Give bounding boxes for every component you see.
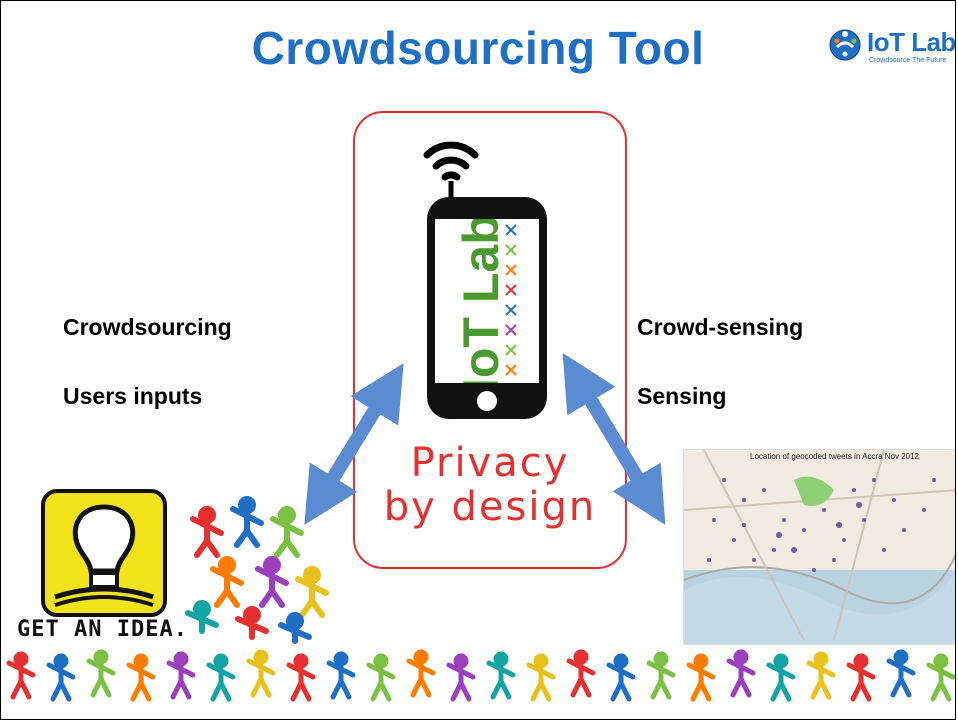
sensing-label: Sensing [637, 383, 727, 409]
logo-tagline: Crowdsource The Future [869, 57, 947, 64]
iot-lab-logo: IoT Lab Crowdsource The Future [827, 25, 956, 73]
smartphone-icon [427, 197, 547, 419]
privacy-line-1: Privacy [410, 440, 570, 486]
map-graphic [684, 450, 955, 644]
globe-people-icon [829, 29, 861, 61]
lightbulb-icon [41, 489, 167, 617]
crowd-sensing-label: Crowd-sensing [637, 314, 804, 340]
users-inputs-label: Users inputs [63, 383, 203, 409]
get-an-idea-caption: GET AN IDEA. [17, 617, 188, 642]
privacy-line-2: by design [383, 484, 597, 530]
map-title: Location of geocoded tweets in Accra Nov… [750, 452, 919, 461]
slide-title: Crowdsourcing Tool [251, 22, 705, 74]
privacy-by-design-text: Privacy by design [355, 441, 625, 529]
phone-screen: IoT Lab [437, 219, 537, 383]
crowdsourcing-label: Crowdsourcing [63, 314, 232, 340]
logo-brand: IoT Lab [867, 27, 956, 57]
wifi-signal-icon [423, 141, 479, 201]
crowd-banner [6, 649, 955, 702]
crowd-people-icon [185, 496, 329, 644]
tweets-map-image: Location of geocoded tweets in Accra Nov… [683, 449, 955, 645]
privacy-frame [353, 111, 627, 569]
people-pattern [505, 224, 517, 376]
